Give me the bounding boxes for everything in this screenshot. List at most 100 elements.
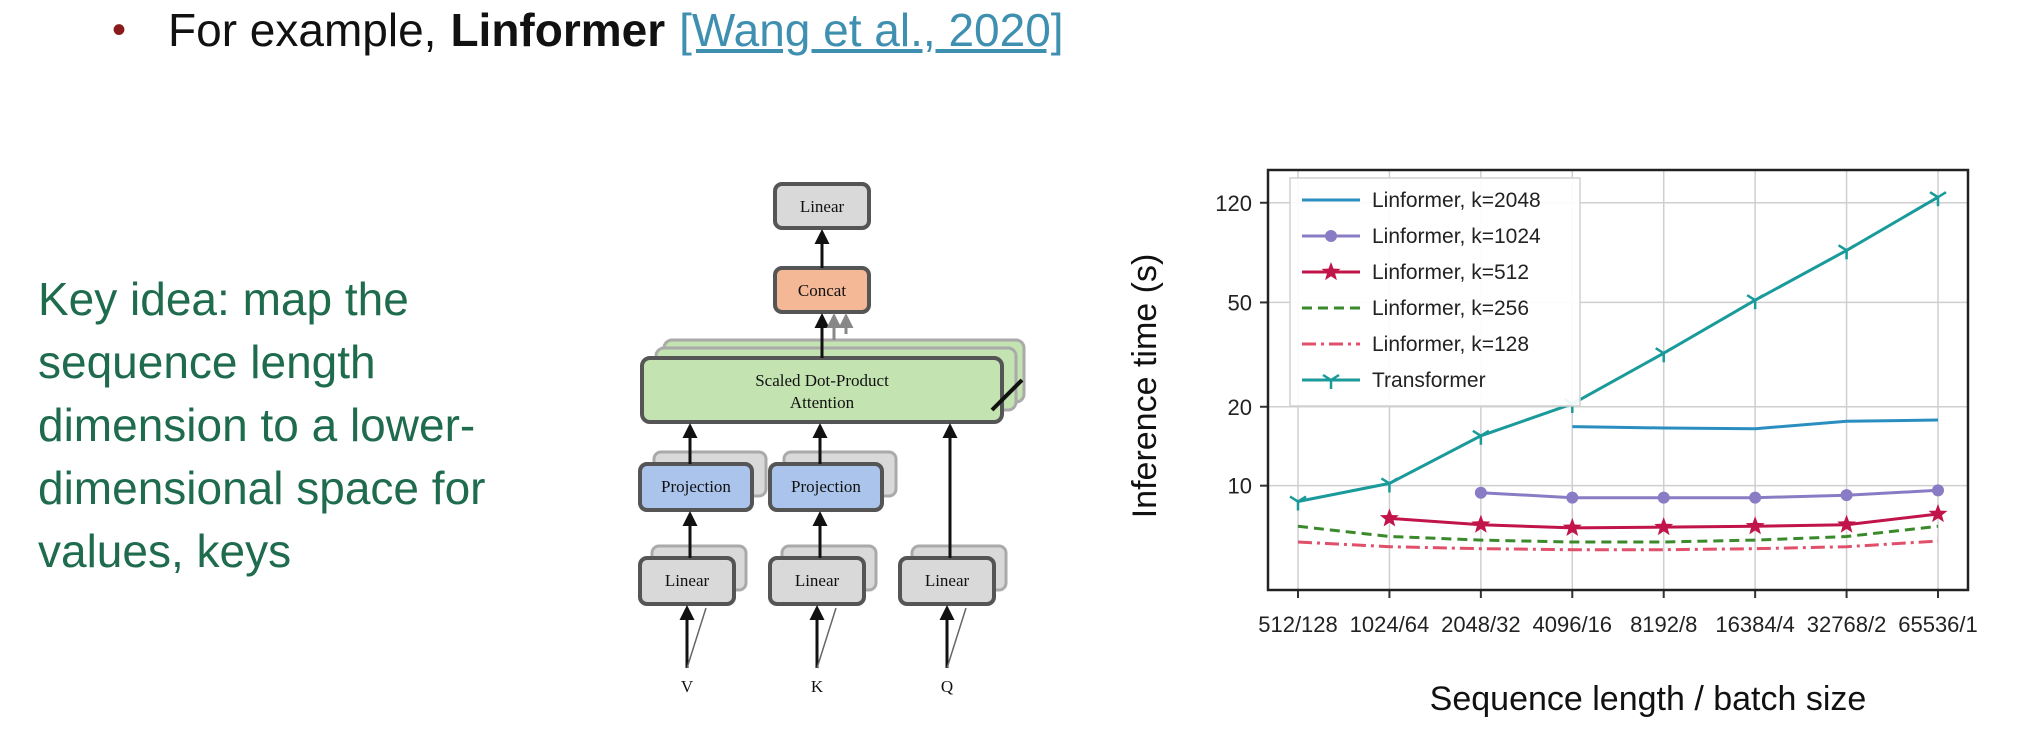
series-point: [1745, 516, 1765, 535]
input-k-label: K: [811, 677, 824, 696]
legend-box: [1289, 177, 1581, 407]
series-point: [1932, 484, 1944, 497]
x-tick-label: 16384/4: [1715, 612, 1795, 637]
tri-marker-stroke: [1388, 477, 1399, 485]
linear-k-label: Linear: [795, 571, 840, 590]
series-3: [1297, 524, 1939, 544]
series-line: [1297, 539, 1939, 552]
series-line: [1297, 195, 1939, 503]
projection-v-label: Projection: [661, 477, 731, 496]
series-point: [1566, 491, 1579, 504]
key-idea-line: values, keys: [38, 525, 292, 577]
input-q-label: Q: [941, 677, 953, 696]
linear-q-label: Linear: [925, 571, 970, 590]
series-point: [1474, 486, 1487, 499]
series-point: [1289, 495, 1307, 511]
x-tick-label: 2048/32: [1441, 612, 1521, 637]
linear-k-box: [768, 556, 866, 606]
legend-label: Linformer, k=128: [1372, 333, 1529, 356]
legend-label: Linformer, k=2048: [1372, 189, 1541, 212]
y-axis-label: Inference time (s): [1126, 254, 1164, 519]
concat-label: Concat: [798, 281, 846, 300]
bullet-icon: •: [112, 7, 127, 52]
y-tick-label: 50: [1228, 290, 1252, 315]
bullet-line: • For example, Linformer [Wang et al., 2…: [112, 0, 1064, 60]
x-tick-label: 1024/64: [1350, 612, 1430, 637]
projection-v-box: [638, 462, 754, 512]
tri-marker-stroke: [1297, 495, 1307, 503]
inference-time-chart: 10 20 50 120 512/128 1024/64 2048/32 4096/16 819…: [1126, 168, 1978, 718]
tri-marker-stroke: [1322, 373, 1332, 382]
chart-axes: 10 20 50 120 512/128 1024/64 2048/32 4096/16 819…: [1215, 168, 1978, 637]
projection-k-label: Projection: [791, 477, 861, 496]
tri-marker-stroke: [1380, 477, 1391, 485]
series-point: [1322, 373, 1340, 389]
series-point: [1325, 230, 1337, 242]
linformer-architecture-diagram: Linear Concat Scaled Dot-Product Attenti…: [638, 182, 1026, 696]
linear-v-box: [638, 556, 736, 606]
tri-marker-stroke: [1663, 347, 1673, 355]
series-line: [1480, 488, 1939, 500]
y-tick-label: 10: [1228, 474, 1252, 499]
legend-label: Linformer, k=1024: [1372, 225, 1541, 248]
legend-label: Transformer: [1372, 369, 1486, 392]
chart-series: [1289, 191, 1948, 552]
attention-label-line1: Scaled Dot-Product: [755, 371, 889, 390]
series-point: [1654, 517, 1674, 536]
key-idea-text: Key idea: map the sequence length dimens…: [38, 268, 578, 583]
series-point: [1928, 504, 1948, 523]
attention-box: [640, 356, 1004, 424]
top-linear-box: [773, 182, 871, 230]
citation-link[interactable]: [Wang et al., 2020]: [679, 4, 1064, 56]
linear-q-box: [898, 556, 996, 606]
arrow-q-in-fan: [946, 607, 967, 669]
series-point: [1379, 508, 1399, 527]
series-point: [1562, 517, 1582, 536]
series-4: [1297, 539, 1939, 552]
series-point: [1837, 514, 1857, 533]
x-tick-label: 32768/2: [1807, 612, 1887, 637]
series-1: [1474, 484, 1944, 504]
tri-marker-stroke: [1480, 429, 1490, 437]
y-tick-label: 120: [1215, 191, 1252, 216]
tri-marker-stroke: [1472, 429, 1482, 437]
series-point: [1655, 347, 1673, 363]
linear-v-label: Linear: [665, 571, 710, 590]
series-point: [1321, 262, 1341, 281]
series-point: [1472, 429, 1490, 445]
arrow-k-in-fan: [816, 607, 837, 669]
y-tick-label: 20: [1228, 395, 1252, 420]
series-point: [1837, 244, 1856, 260]
series-point: [1746, 294, 1764, 310]
x-axis-label: Sequence length / batch size: [1430, 680, 1867, 718]
top-linear-label: Linear: [800, 197, 845, 216]
series-point: [1749, 491, 1762, 504]
series-0: [1572, 418, 1939, 431]
x-tick-label: 4096/16: [1533, 612, 1613, 637]
attention-label-line2: Attention: [790, 393, 855, 412]
x-tick-label: 8192/8: [1630, 612, 1697, 637]
tri-marker-stroke: [1746, 294, 1756, 302]
key-idea-line: sequence length: [38, 336, 376, 388]
legend-label: Linformer, k=256: [1372, 297, 1529, 320]
tri-marker-stroke: [1655, 347, 1665, 355]
x-tick-label: 65536/1: [1898, 612, 1978, 637]
key-idea-line: Key idea: map the: [38, 273, 409, 325]
bullet-bold-term: Linformer: [450, 4, 666, 56]
arrow-v-in-fan: [686, 607, 707, 669]
x-tick-label: 512/128: [1258, 612, 1338, 637]
input-v-label: V: [681, 677, 694, 696]
series-2: [1379, 504, 1948, 536]
series-line: [1297, 524, 1939, 544]
projection-k-box: [768, 462, 884, 512]
legend-label: Linformer, k=512: [1372, 261, 1529, 284]
bullet-prefix: For example,: [168, 4, 437, 56]
series-point: [1657, 491, 1670, 504]
tri-marker-stroke: [1845, 244, 1856, 252]
series-point: [1471, 514, 1491, 533]
tri-marker-stroke: [1837, 244, 1848, 252]
series-line: [1572, 418, 1939, 431]
key-idea-line: dimension to a lower-: [38, 399, 476, 451]
tri-marker-stroke: [1754, 294, 1764, 302]
tri-marker-stroke: [1330, 373, 1340, 382]
